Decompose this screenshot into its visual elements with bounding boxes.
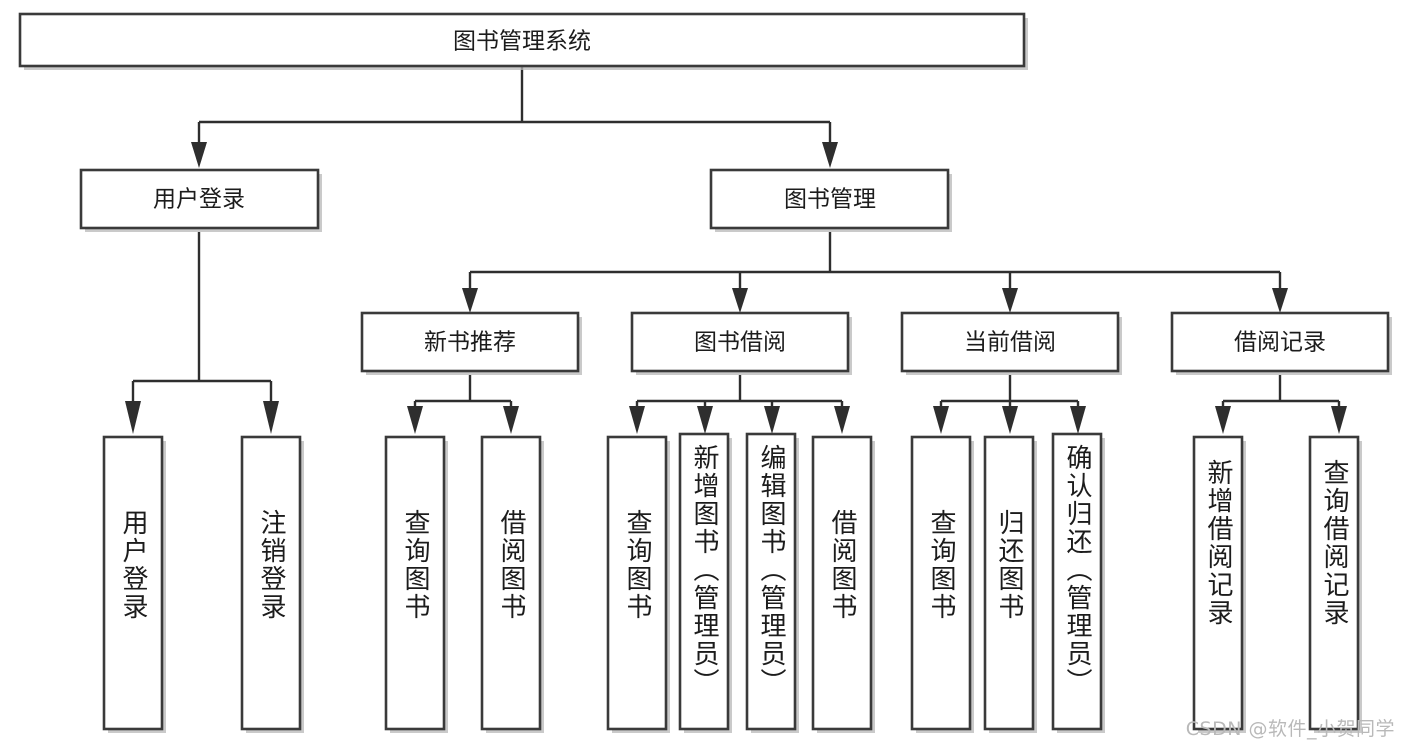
arrow-head-borrow-leaf-3 [764,406,780,434]
node-user-login-label: 用户登录 [153,187,245,213]
arrow-head-current-leaf-3 [1070,406,1086,434]
arrow-head-current-leaf-1 [933,406,949,434]
node-root-box[interactable] [18,12,1026,68]
node-borrow-record-box[interactable] [1170,311,1390,373]
arrow-head-record [1272,288,1288,313]
node-current-borrow-label: 当前借阅 [964,330,1056,356]
node-new-book-recommend-label: 新书推荐 [424,330,516,356]
node-leaf-add-book-box[interactable] [678,432,730,731]
box-layer: 图书管理系统 用户登录 图书管理 新书推荐 图书借阅 当前借阅 借阅记录 [18,12,1392,733]
arrow-head-newbook-leaf-2 [503,406,519,434]
node-book-borrow-label: 图书借阅 [694,330,786,356]
node-borrow-record-label: 借阅记录 [1234,330,1326,356]
arrow-head-borrow [732,288,748,313]
arrow-head-current [1002,288,1018,313]
node-book-manage-label: 图书管理 [784,187,876,213]
node-leaf-borrow-book-2-box[interactable] [811,435,873,731]
node-leaf-borrow-book-1-box[interactable] [480,435,542,731]
node-root-label: 图书管理系统 [453,29,591,55]
arrow-head-leaf-user-login [125,401,141,434]
node-leaf-add-record-box[interactable] [1192,435,1244,731]
arrow-head-record-leaf-1 [1215,406,1231,434]
node-leaf-query-book-1-box[interactable] [384,435,446,731]
node-leaf-user-login-box[interactable] [102,435,164,731]
arrow-head-borrow-leaf-4 [834,406,850,434]
node-book-borrow-box[interactable] [630,311,850,373]
arrow-head-book-manage [822,142,838,168]
watermark-text: CSDN @软件_小贺同学 [1185,718,1395,740]
node-book-manage-box[interactable] [709,168,950,230]
node-leaf-query-book-2-box[interactable] [606,435,668,731]
arrow-head-borrow-leaf-1 [629,406,645,434]
node-leaf-query-record-box[interactable] [1308,435,1360,731]
arrow-head-borrow-leaf-2 [697,406,713,434]
node-leaf-edit-book-box[interactable] [745,432,797,731]
node-new-book-recommend-box[interactable] [360,311,580,373]
node-leaf-return-book-box[interactable] [983,435,1035,731]
node-leaf-logout-box[interactable] [240,435,302,731]
node-user-login-box[interactable] [79,168,320,230]
arrow-head-user-login [191,142,207,168]
node-leaf-query-book-3-box[interactable] [910,435,972,731]
arrow-head-record-leaf-2 [1331,406,1347,434]
arrow-head-newbook [462,288,478,313]
node-leaf-confirm-return-box[interactable] [1051,432,1103,731]
arrow-head-leaf-logout [263,401,279,434]
arrow-head-current-leaf-2 [1002,406,1018,434]
arrow-head-newbook-leaf-1 [407,406,423,434]
node-current-borrow-box[interactable] [900,311,1120,373]
connector-layer [125,66,1347,434]
